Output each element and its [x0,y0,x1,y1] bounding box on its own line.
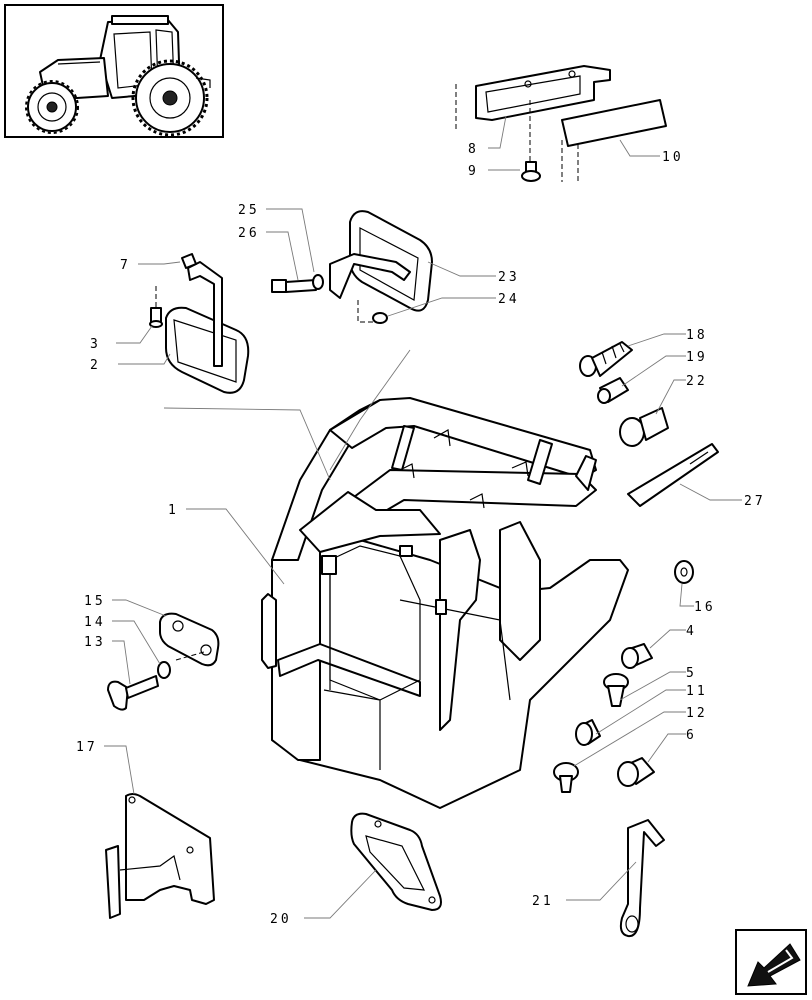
part-mirror-arm-left [187,261,223,367]
part-screw-9 [521,161,541,182]
part-frame-20 [350,812,442,911]
part-bolt-3 [149,286,163,328]
part-rivet-22 [619,407,669,447]
part-cylinder-19 [597,377,629,404]
part-grommet-6 [617,757,655,787]
callout-3: 3 [90,337,101,352]
part-mirror-arm-right [329,253,411,299]
part-wedge-27 [627,443,719,507]
part-grommet-4 [621,643,653,669]
callout-11: 11 [686,684,708,699]
callout-19: 19 [686,350,708,365]
part-nut-24 [357,300,388,324]
callout-8: 8 [468,142,479,157]
part-bolt-13 [107,675,159,711]
callout-16: 16 [694,600,716,615]
callout-17: 17 [76,740,98,755]
callout-25: 25 [238,203,260,218]
callout-1: 1 [168,503,179,518]
tractor-thumbnail [4,4,224,138]
part-pad-10 [561,99,667,147]
callout-7: 7 [120,258,131,273]
part-pin-5 [603,673,629,707]
part-grommet-11 [575,719,601,746]
callout-5: 5 [686,666,697,681]
callout-23: 23 [498,270,520,285]
part-cab-frame-1 [261,397,629,809]
callout-15: 15 [84,594,106,609]
callout-24: 24 [498,292,520,307]
part-washer-14 [157,651,205,679]
leader-lines [104,115,742,919]
part-washer-25 [312,274,324,290]
callout-21: 21 [532,894,554,909]
callout-26: 26 [238,226,260,241]
callout-9: 9 [468,164,479,179]
part-bracket-8 [455,65,611,182]
callout-20: 20 [270,912,292,927]
part-washer-16 [674,560,694,584]
next-page-arrow-icon[interactable] [735,929,807,995]
part-bracket-17 [105,793,215,919]
part-plate-15 [159,612,220,667]
callout-6: 6 [686,728,697,743]
callout-2: 2 [90,358,101,373]
part-bolt-26 [271,279,317,293]
callout-14: 14 [84,615,106,630]
part-mirror-2 [165,306,250,394]
callout-4: 4 [686,624,697,639]
callout-labels: 1 2 3 4 5 6 7 8 9 10 11 12 13 14 15 16 1… [76,142,766,927]
callout-13: 13 [84,635,106,650]
callout-22: 22 [686,374,708,389]
callout-18: 18 [686,328,708,343]
part-clip-21 [619,819,665,938]
callout-10: 10 [662,150,684,165]
callout-27: 27 [744,494,766,509]
callout-12: 12 [686,706,708,721]
part-clip-12 [553,762,579,793]
part-plug-18 [579,341,633,377]
part-nut-7 [181,253,197,269]
